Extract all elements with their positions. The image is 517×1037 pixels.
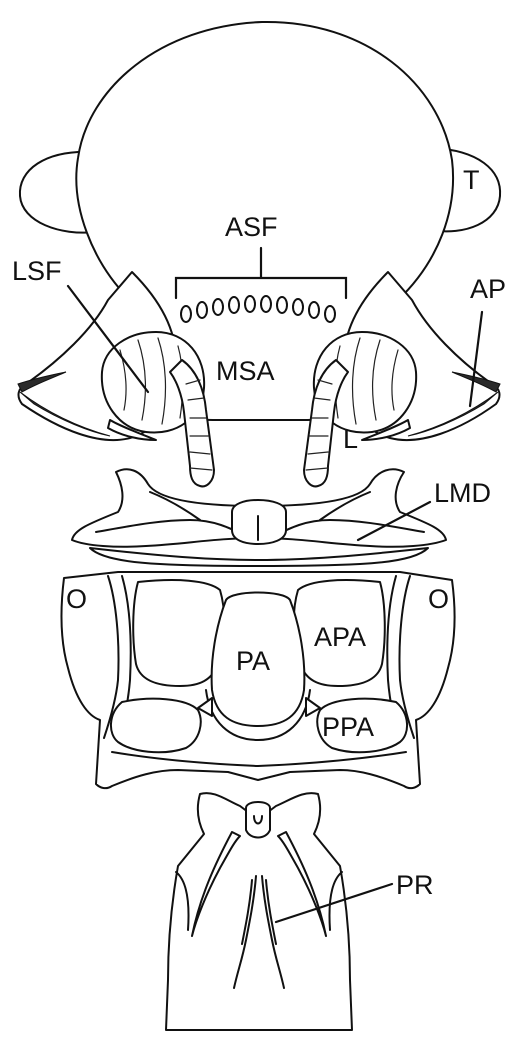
label-MSA: MSA — [216, 356, 275, 386]
label-O-right: O — [428, 584, 449, 614]
posterior-plate — [166, 793, 352, 1030]
label-O-left: O — [66, 584, 87, 614]
label-LSF: LSF — [12, 256, 62, 286]
lmd-region — [72, 469, 446, 566]
label-PA: PA — [236, 646, 270, 676]
label-L: L — [343, 424, 358, 454]
label-LMD: LMD — [434, 478, 491, 508]
label-APA: APA — [314, 622, 366, 652]
label-AP: AP — [470, 274, 506, 304]
left-anterior-chamber — [133, 580, 224, 686]
middle-body — [61, 572, 454, 788]
label-ASF: ASF — [225, 212, 278, 242]
label-PR: PR — [396, 870, 434, 900]
label-PPA: PPA — [322, 712, 374, 742]
label-T: T — [463, 165, 480, 195]
lower-left-chamber — [111, 699, 201, 753]
